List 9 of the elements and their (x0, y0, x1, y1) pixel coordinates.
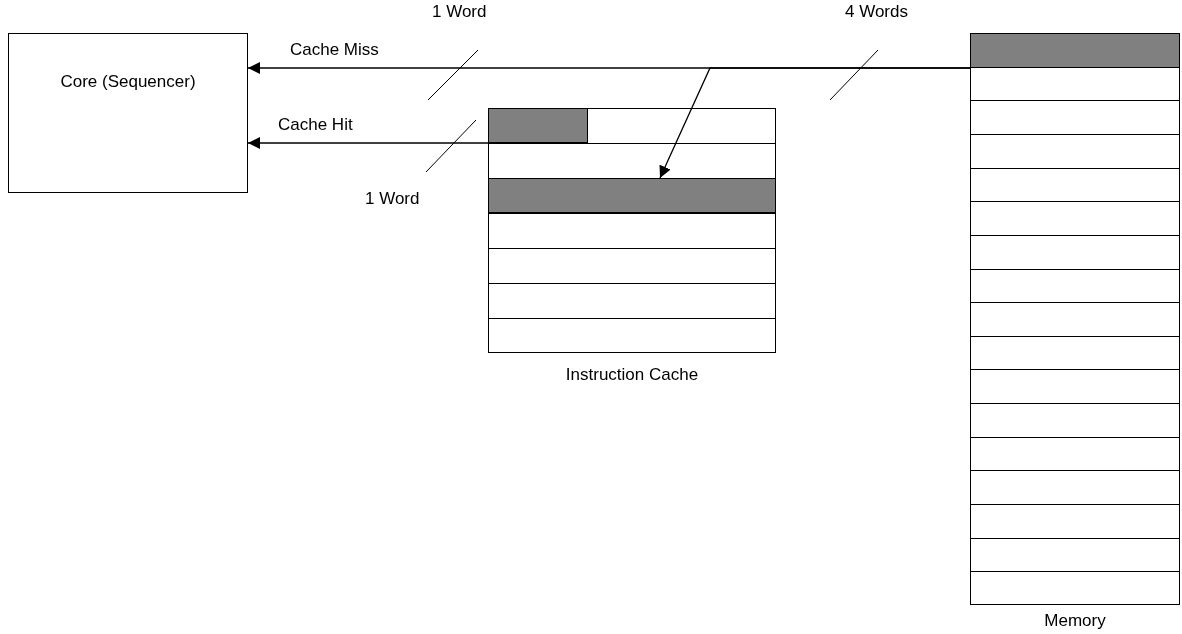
arrow (247, 137, 489, 149)
bus-width-label: 4 Words (845, 2, 908, 22)
bus-width-label: 1 Word (365, 189, 420, 209)
arrow (659, 67, 971, 179)
cache-label: Instruction Cache (564, 365, 700, 385)
bus-width-label: 1 Word (432, 2, 487, 22)
shaded-cache-cell (488, 108, 588, 143)
core-box: Core (Sequencer) (8, 33, 248, 193)
memory-label: Memory (1043, 611, 1107, 631)
